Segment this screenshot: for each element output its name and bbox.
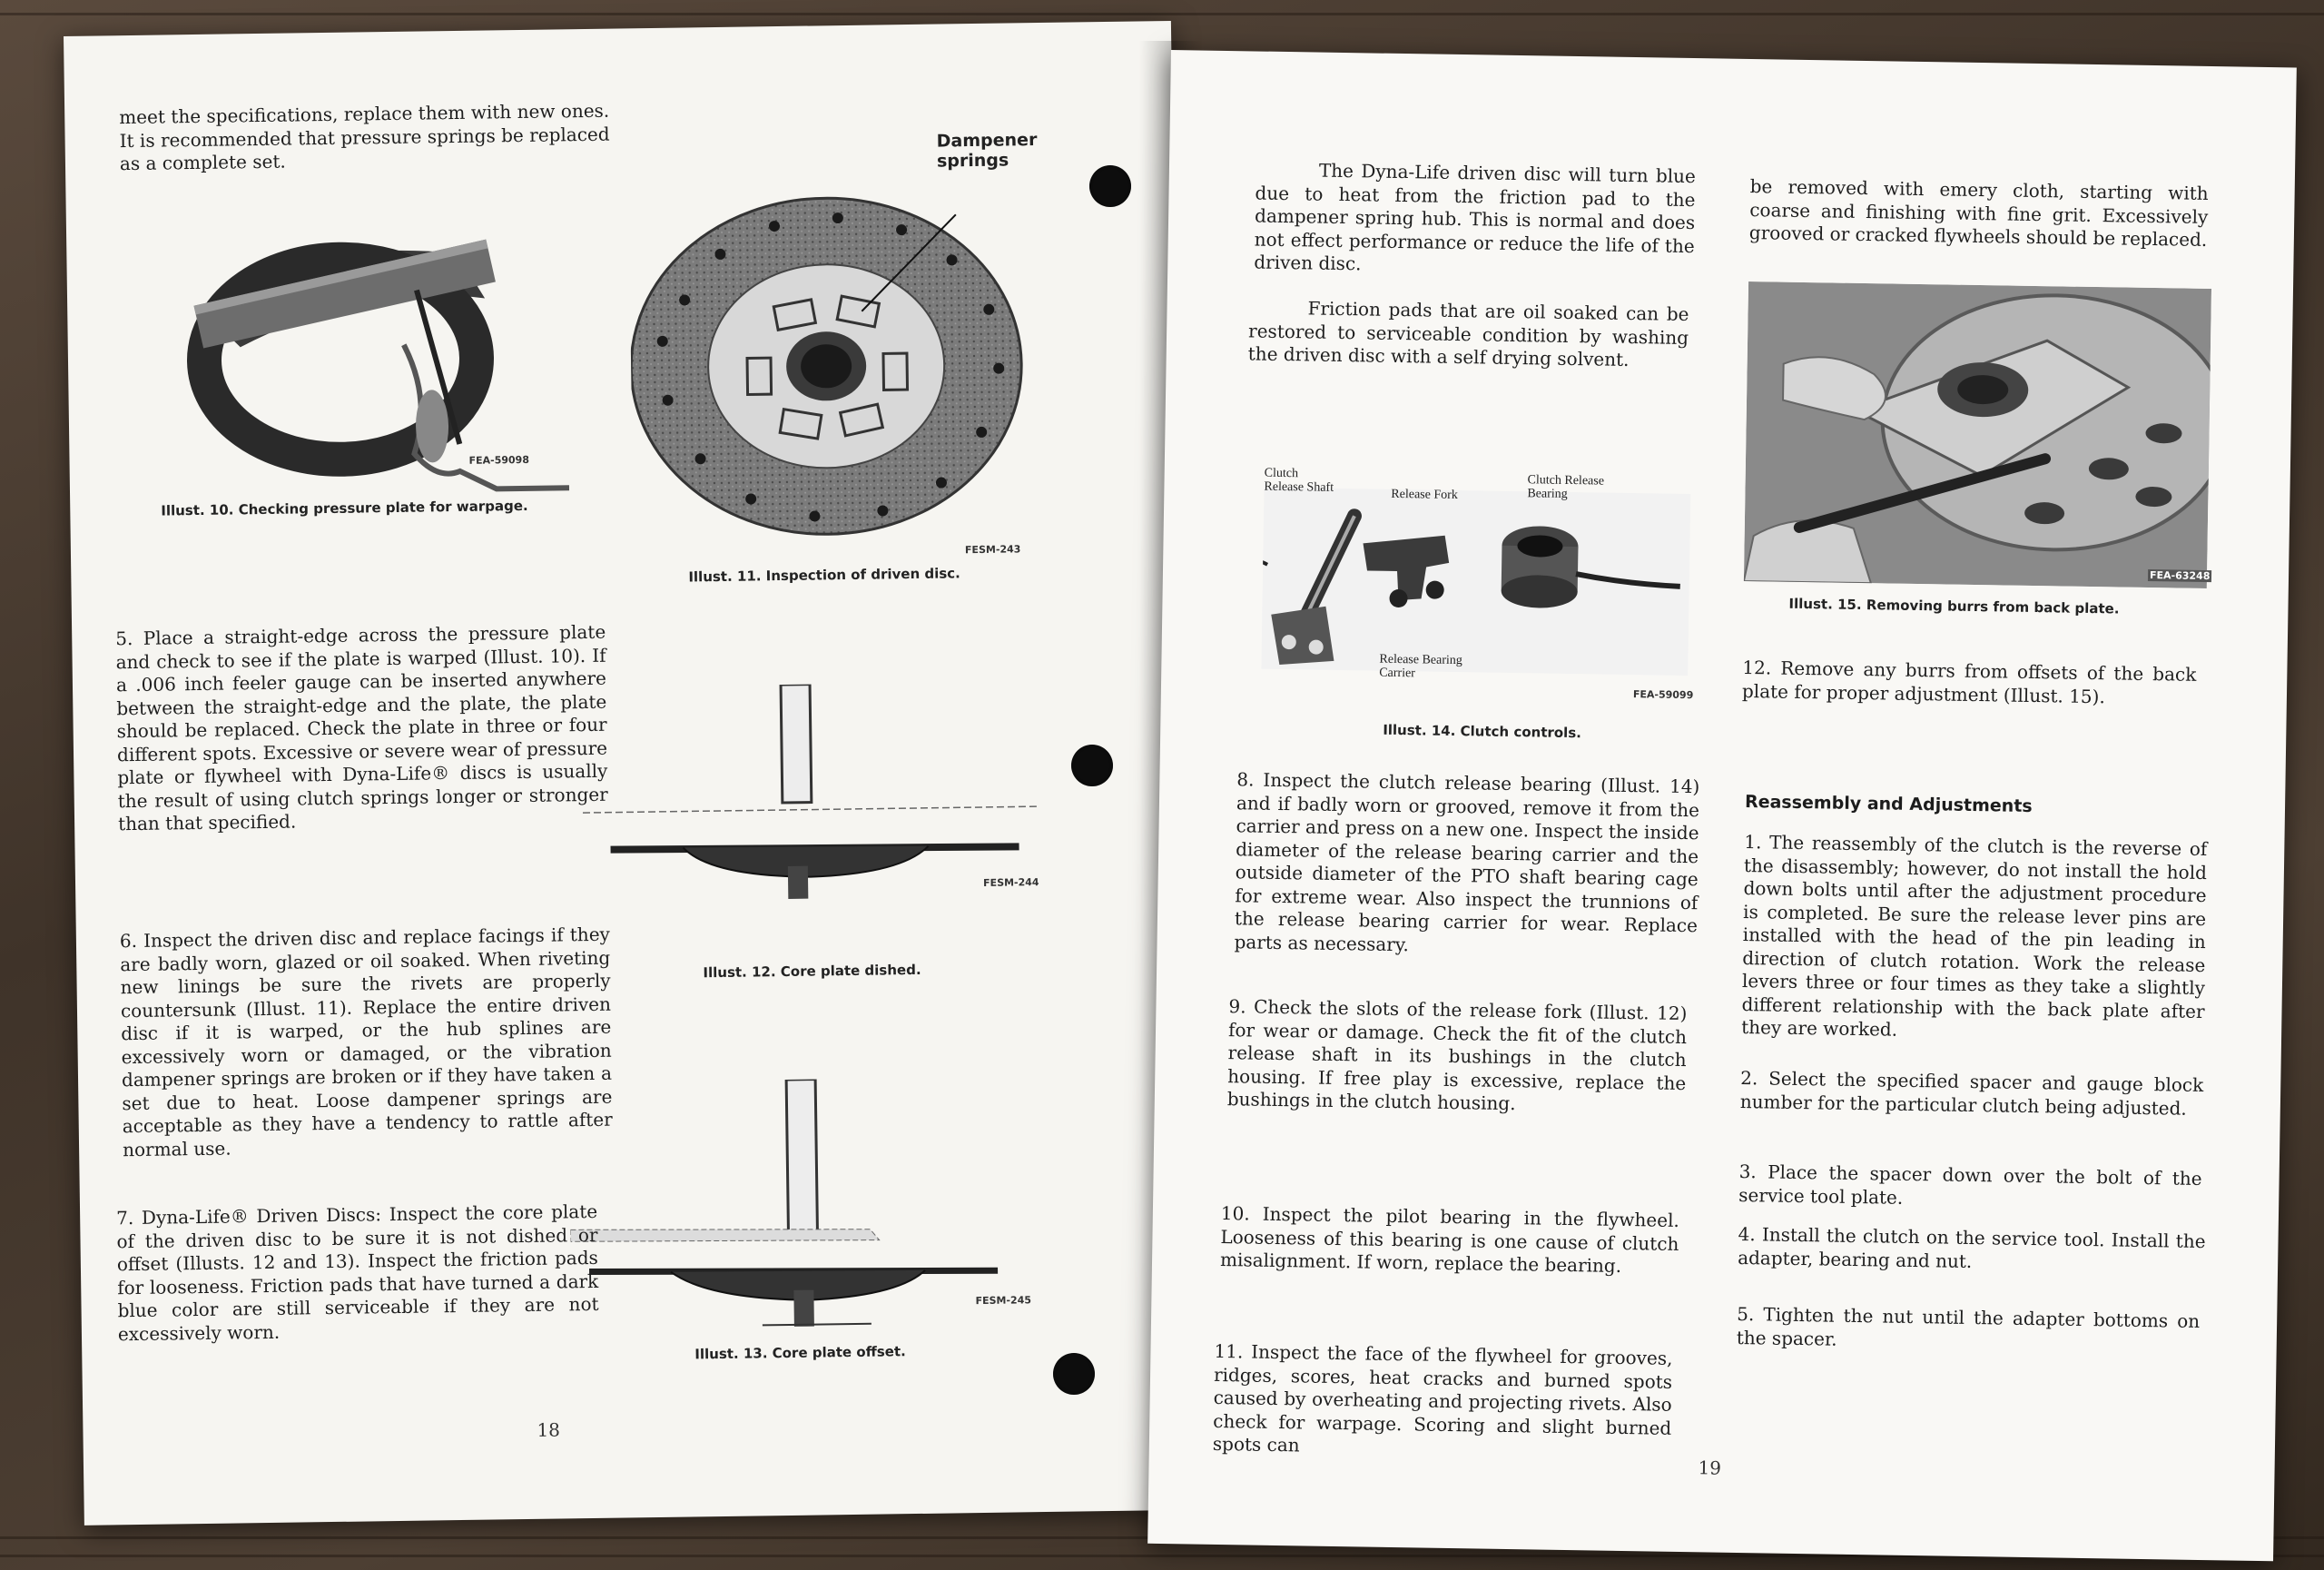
illust-13-code: FESM-245 [975,1294,1032,1308]
illust-11-code: FESM-243 [964,543,1021,557]
illust-14-photo [1261,487,1691,676]
paragraph-5: 5. Place a straight-edge across the pres… [115,620,608,835]
paragraph-9: 9. Check the slots of the release fork (… [1226,995,1688,1115]
illust-12-code: FESM-244 [983,876,1039,889]
page-number-19: 19 [1698,1456,1722,1479]
illust-14-caption: Illust. 14. Clutch controls. [1383,721,1582,742]
illust-15-photo [1743,281,2212,588]
illust-11-caption: Illust. 11. Inspection of driven disc. [688,565,960,586]
illust-10-photo [187,239,570,492]
paragraph-12: 12. Remove any burrs from offsets of the… [1741,656,2197,707]
left-page: meet the specifications, replace them wi… [64,20,1192,1526]
paragraph-emery-cloth: be removed with emery cloth, starting wi… [1748,175,2209,251]
intro-paragraph: meet the specifications, replace them wi… [119,99,610,175]
illust-12-caption: Illust. 12. Core plate dished. [703,961,921,982]
step-2: 2. Select the specified spacer and gauge… [1739,1066,2204,1120]
paragraph-oil-soaked: Friction pads that are oil soaked can be… [1247,297,1689,370]
dampener-springs-label: Dampener springs [936,130,1038,172]
illust-13-caption: Illust. 13. Core plate offset. [694,1343,906,1363]
wood-grain [0,13,2324,15]
illust-12-diagram [582,683,1037,899]
illust-15-code: FEA-63248 [2147,568,2212,583]
label-release-bearing-carrier: Release Bearing Carrier [1379,652,1462,681]
illust-13-diagram [569,1078,999,1327]
binder-hole [1053,1353,1095,1395]
step-3: 3. Place the spacer down over the bolt o… [1738,1160,2202,1209]
step-4: 4. Install the clutch on the service too… [1738,1222,2206,1272]
label-clutch-release-shaft: Clutch Release Shaft [1264,466,1334,495]
illust-15-caption: Illust. 15. Removing burrs from back pla… [1788,595,2120,617]
paragraph-6: 6. Inspect the driven disc and replace f… [119,923,613,1160]
label-release-fork: Release Fork [1391,487,1458,503]
right-page: The Dyna-Life driven disc will turn blue… [1147,50,2297,1562]
bleed-through [639,918,655,967]
illust-10-code: FEA-59098 [468,453,530,467]
illust-11-disc [629,196,1023,536]
page-number-18: 18 [537,1418,561,1441]
wood-grain [0,1555,2324,1557]
paragraph-8: 8. Inspect the clutch release bearing (I… [1234,768,1700,955]
paragraph-11: 11. Inspect the face of the flywheel for… [1212,1339,1673,1456]
step-1: 1. The reassembly of the clutch is the r… [1740,831,2208,1041]
binder-hole [1089,165,1131,207]
reassembly-heading: Reassembly and Adjustments [1744,792,2033,817]
paragraph-dyna-life-blue: The Dyna-Life driven disc will turn blue… [1254,159,1697,275]
label-clutch-release-bearing: Clutch Release Bearing [1527,473,1605,501]
paragraph-10: 10. Inspect the pilot bearing in the fly… [1219,1202,1680,1277]
illust-14-code: FEA-59099 [1632,688,1694,702]
step-5: 5. Tighten the nut until the adapter bot… [1736,1302,2201,1350]
paragraph-7: 7. Dyna-Life® Driven Discs: Inspect the … [116,1200,599,1345]
binder-hole [1071,745,1113,786]
